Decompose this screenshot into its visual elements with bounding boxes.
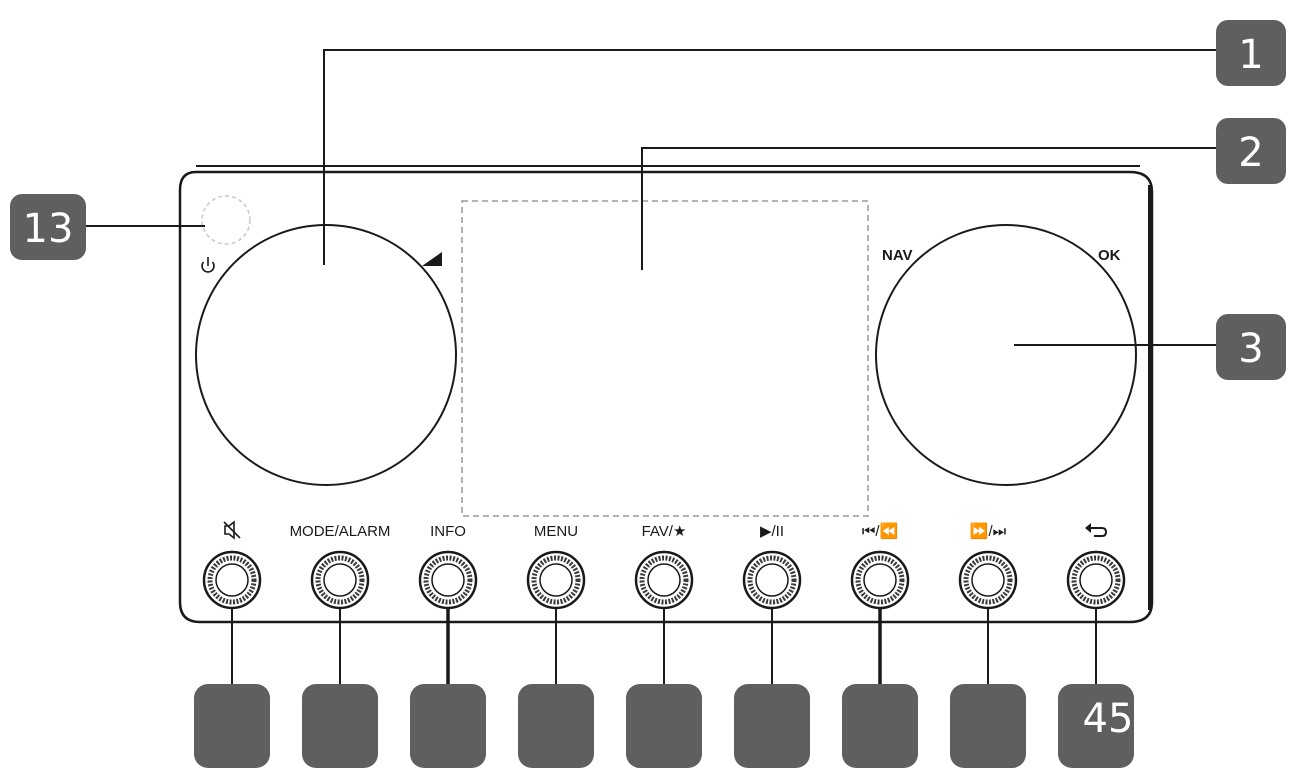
callout-line-2 xyxy=(641,147,1222,270)
callout-badge-1: 1 xyxy=(1216,20,1286,86)
menu-button-cap xyxy=(539,563,573,597)
play-pause-button-ring xyxy=(747,555,797,605)
callout-badge-play-pause xyxy=(734,684,810,768)
button-row: MODE/ALARM INFO MENU FAV/★ ▶/II ⏮/⏪ ⏩/⏭ 45 xyxy=(194,520,1134,768)
back-button-cap xyxy=(1079,563,1113,597)
prev-rewind-button-ring xyxy=(855,555,905,605)
info-button-ring xyxy=(423,555,473,605)
display-screen xyxy=(461,200,869,517)
device-body-outline xyxy=(178,170,1154,624)
back-arrow-icon xyxy=(1085,523,1108,537)
play-pause-button-cap xyxy=(755,563,789,597)
menu-button-ring xyxy=(531,555,581,605)
forward-next-button-ring xyxy=(963,555,1013,605)
callout-badge-fav xyxy=(626,684,702,768)
prev-rewind-button-cap xyxy=(863,563,897,597)
nav-label: NAV xyxy=(882,247,913,264)
mute-icon xyxy=(223,520,241,540)
volume-knob[interactable] xyxy=(195,224,457,486)
callout-badge-text-45: 45 xyxy=(1083,696,1134,742)
fav-button-ring xyxy=(639,555,689,605)
svg-text:2: 2 xyxy=(1238,130,1263,176)
callout-badge-mode-alarm xyxy=(302,684,378,768)
volume-ramp-icon xyxy=(422,252,442,266)
standby-sensor[interactable] xyxy=(201,195,251,245)
nav-ok-knob[interactable] xyxy=(875,224,1137,486)
menu-label: MENU xyxy=(534,523,578,540)
callout-badge-mute xyxy=(194,684,270,768)
mode-alarm-button-ring xyxy=(315,555,365,605)
mode-alarm-button-cap xyxy=(323,563,357,597)
callout-badge-3: 3 xyxy=(1216,314,1286,380)
power-icon xyxy=(201,257,215,273)
fav-label: FAV/★ xyxy=(642,523,687,540)
callout-badge-info xyxy=(410,684,486,768)
svg-text:13: 13 xyxy=(23,206,74,252)
callout-line-1 xyxy=(323,49,1222,265)
mode-alarm-label: MODE/ALARM xyxy=(290,523,391,540)
info-label: INFO xyxy=(430,523,466,540)
back-button-ring xyxy=(1071,555,1121,605)
mute-button-cap xyxy=(215,563,249,597)
callout-badge-menu xyxy=(518,684,594,768)
fav-button-cap xyxy=(647,563,681,597)
forward-next-button-cap xyxy=(971,563,1005,597)
callout-badge-forward-next xyxy=(950,684,1026,768)
info-button-cap xyxy=(431,563,465,597)
callout-badge-prev-rewind xyxy=(842,684,918,768)
prev-rewind-label: ⏮/⏪ xyxy=(862,522,898,540)
mute-button-ring xyxy=(207,555,257,605)
callout-badge-back xyxy=(1058,684,1134,768)
ok-label: OK xyxy=(1098,247,1121,264)
callout-badge-13: 13 xyxy=(10,194,86,260)
svg-text:3: 3 xyxy=(1238,326,1263,372)
play-pause-label: ▶/II xyxy=(760,523,784,540)
callout-badge-2: 2 xyxy=(1216,118,1286,184)
forward-next-label: ⏩/⏭ xyxy=(970,522,1007,540)
svg-text:1: 1 xyxy=(1238,32,1263,78)
